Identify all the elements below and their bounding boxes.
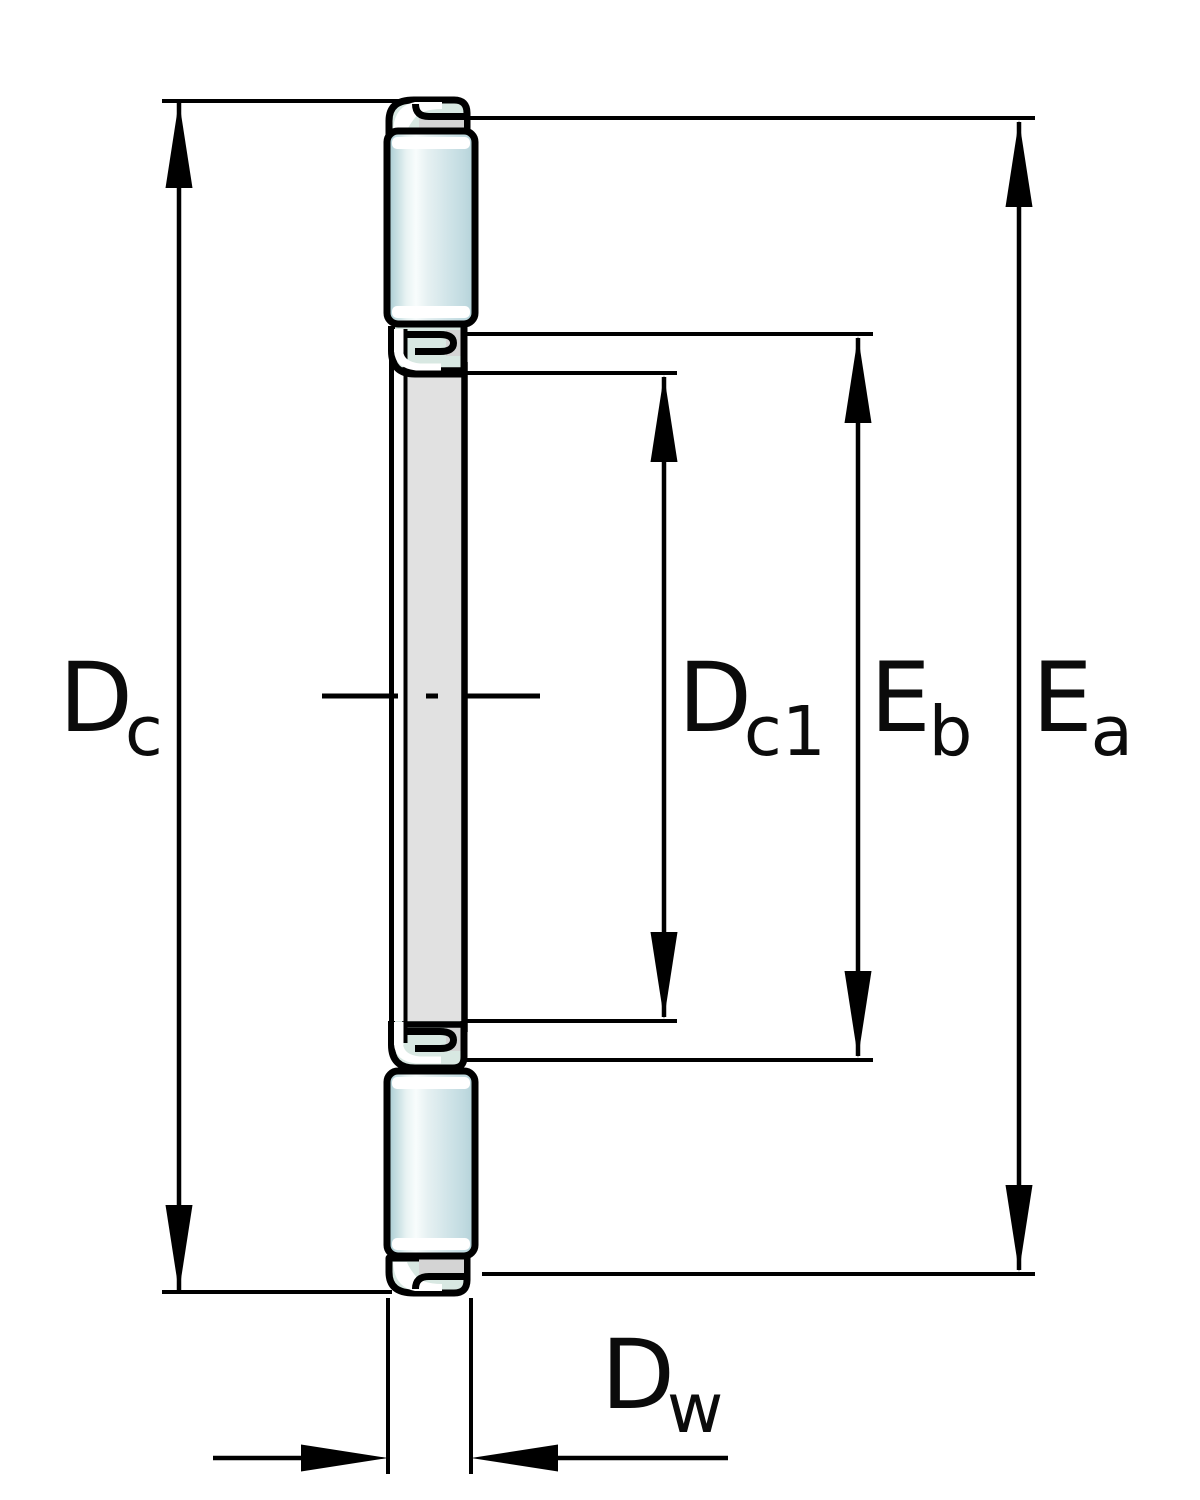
lip-highlight-top-middle	[394, 351, 441, 371]
cage-strip	[389, 329, 408, 1046]
lip-highlight-bottom-middle	[394, 1044, 441, 1064]
lip-shadow	[419, 1259, 464, 1275]
arrow-dc-bottom	[165, 1205, 193, 1292]
arrow-dc1-top	[650, 375, 678, 462]
arrow-ea-bottom	[1005, 1185, 1033, 1272]
lip-hook-bottom-middle	[404, 1028, 458, 1052]
strip-white-bottom	[394, 1022, 404, 1045]
bottom-roller	[383, 1067, 479, 1260]
arrow-dc1-bottom	[650, 932, 678, 1019]
label-dc1: Dc1	[678, 642, 826, 772]
top-roller	[383, 127, 479, 328]
top-roller-highlight-bottom	[392, 306, 470, 318]
dimension-labels: Dc Dc1 Eb Ea Dw	[59, 642, 1133, 1449]
lip-hook-top-middle	[404, 331, 458, 355]
lip-highlight	[393, 102, 442, 131]
lip-highlight	[393, 1262, 442, 1291]
strip-white-top	[394, 329, 404, 352]
lip-hook	[412, 103, 467, 120]
top-roller-highlight-top	[392, 137, 470, 149]
bottom-roller-body	[383, 1067, 479, 1260]
bottom-roller-highlight-bottom	[392, 1238, 470, 1250]
label-eb: Eb	[870, 642, 972, 772]
cage-lip-bottom-outer	[385, 1254, 471, 1297]
arrow-dw-right	[471, 1444, 558, 1472]
label-ea: Ea	[1032, 642, 1133, 772]
arrow-eb-top	[844, 336, 872, 423]
top-roller-body	[383, 127, 479, 328]
dimensions	[165, 101, 1033, 1472]
lip-hook	[412, 1273, 467, 1290]
arrow-dc-top	[165, 101, 193, 188]
label-dc: Dc	[59, 642, 163, 772]
arrow-dw-left	[301, 1444, 388, 1472]
label-dw: Dw	[601, 1319, 723, 1449]
arrow-eb-bottom	[844, 971, 872, 1058]
bottom-roller-highlight-top	[392, 1077, 470, 1089]
extension-lines	[162, 99, 1035, 1474]
arrow-ea-top	[1005, 120, 1033, 207]
cage-lip-top-outer	[385, 96, 471, 139]
lip-highlights-and-hooks	[394, 331, 458, 1064]
